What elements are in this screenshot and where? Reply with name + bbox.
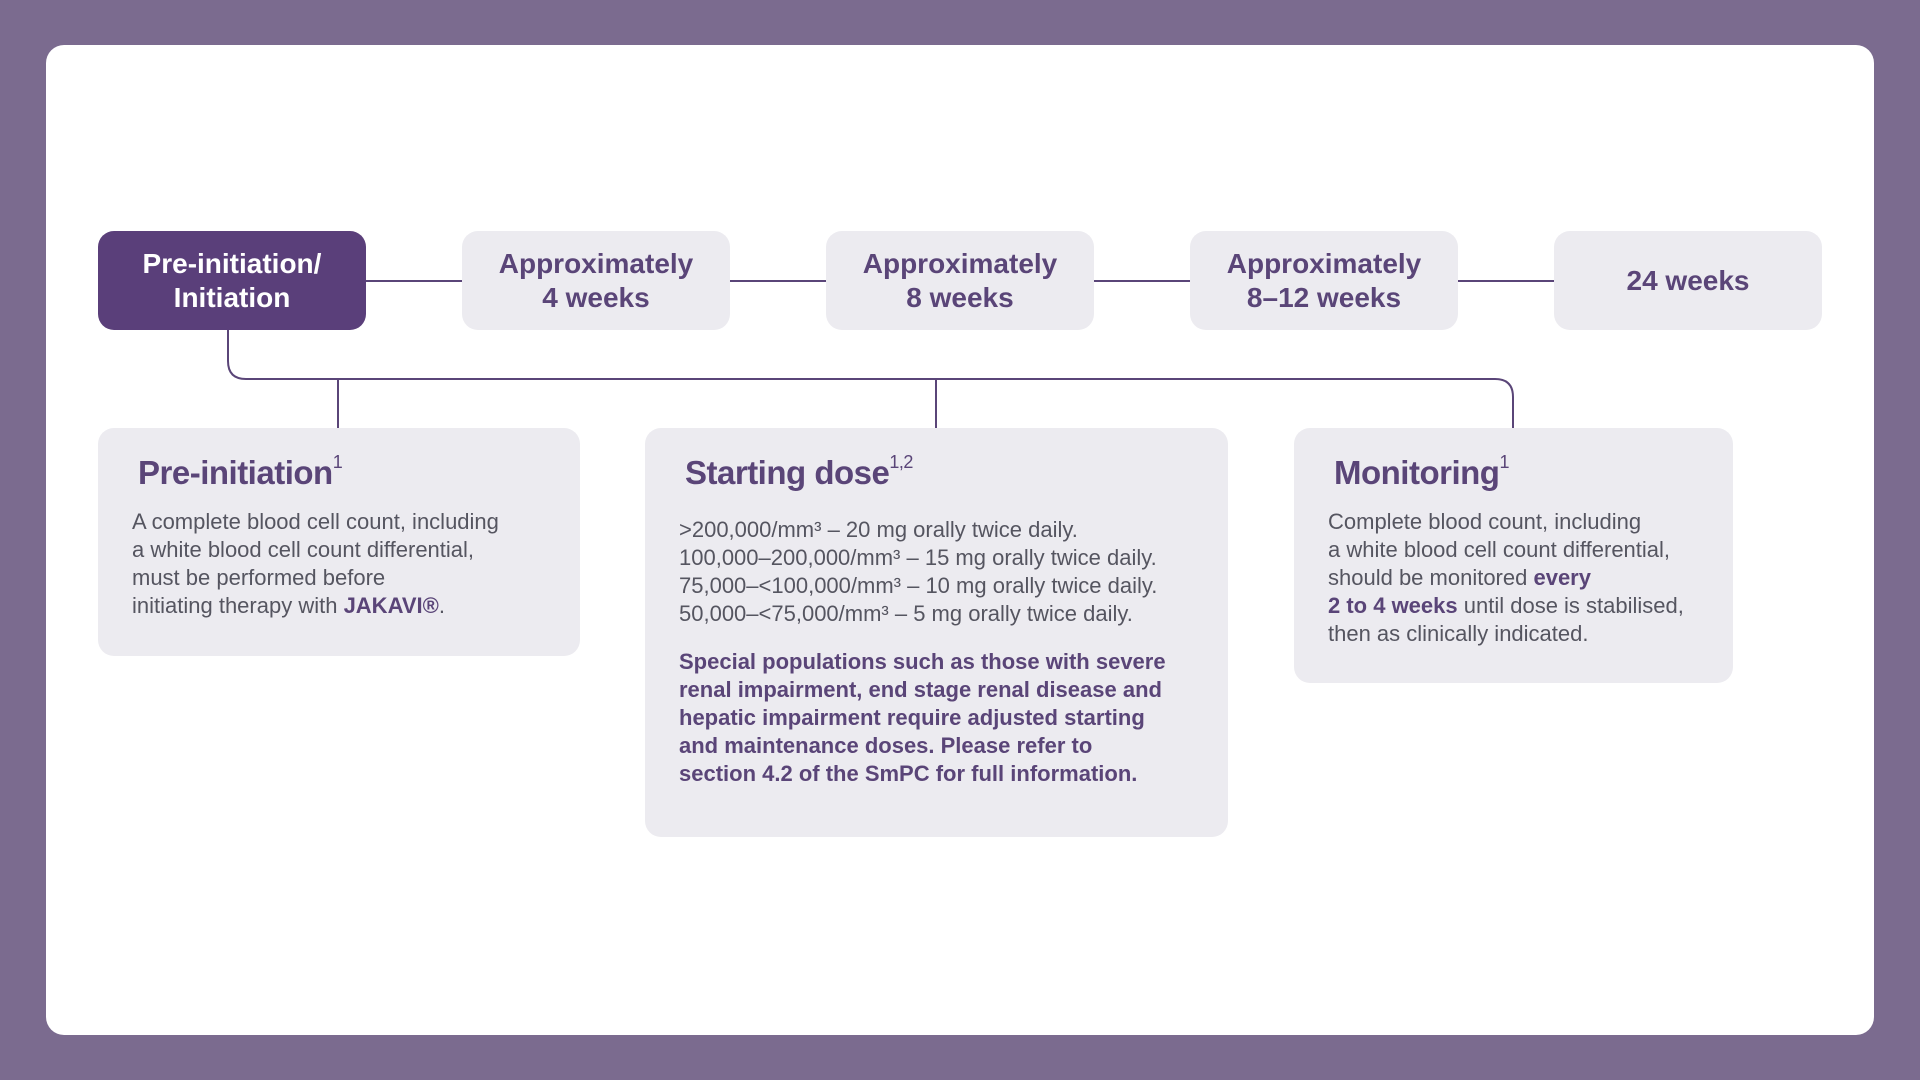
emphasis: 2 to 4 weeks — [1328, 593, 1458, 618]
body-line: initiating therapy with JAKAVI®. — [132, 593, 445, 618]
dose-line: 75,000–<100,000/mm³ – 10 mg orally twice… — [679, 573, 1158, 598]
note-line: renal impairment, end stage renal diseas… — [679, 677, 1162, 702]
body-line: must be performed before — [132, 565, 386, 590]
branch-connector — [227, 330, 1514, 428]
timeline-step-label: 24 weeks — [1626, 264, 1750, 296]
body-line: should be monitored every — [1328, 565, 1591, 590]
footnote-ref: 1 — [332, 452, 343, 472]
monitoring-card: Monitoring1 Complete blood count, includ… — [1294, 428, 1733, 683]
timeline-step-label: Approximately 8 weeks — [862, 247, 1058, 313]
card-body: A complete blood cell count, including a… — [132, 508, 546, 620]
starting-dose-card: Starting dose1,2 >200,000/mm³ – 20 mg or… — [645, 428, 1228, 837]
timeline-step-initiation: Pre-initiation/ Initiation — [98, 231, 366, 330]
dose-line: 50,000–<75,000/mm³ – 5 mg orally twice d… — [679, 601, 1133, 626]
card-title: Starting dose1,2 — [685, 452, 913, 491]
timeline-step-4-weeks: Approximately 4 weeks — [462, 231, 730, 330]
timeline-step-label: Approximately 8–12 weeks — [1226, 247, 1422, 313]
timeline-step-label: Approximately 4 weeks — [498, 247, 694, 313]
body-line: then as clinically indicated. — [1328, 621, 1589, 646]
timeline-step-label: Pre-initiation/ Initiation — [142, 247, 322, 313]
emphasis: every — [1533, 565, 1591, 590]
dose-list: >200,000/mm³ – 20 mg orally twice daily.… — [679, 516, 1198, 628]
note-line: and maintenance doses. Please refer to — [679, 733, 1093, 758]
body-line: Complete blood count, including — [1328, 509, 1642, 534]
brand-name: JAKAVI® — [343, 593, 439, 618]
card-title: Pre-initiation1 — [138, 452, 343, 491]
note-line: hepatic impairment require adjusted star… — [679, 705, 1145, 730]
note-line: Special populations such as those with s… — [679, 649, 1166, 674]
body-line: a white blood cell count differential, — [132, 537, 475, 562]
dose-line: 100,000–200,000/mm³ – 15 mg orally twice… — [679, 545, 1157, 570]
timeline-step-8-weeks: Approximately 8 weeks — [826, 231, 1094, 330]
dose-line: >200,000/mm³ – 20 mg orally twice daily. — [679, 517, 1078, 542]
special-populations-note: Special populations such as those with s… — [679, 648, 1198, 788]
pre-initiation-card: Pre-initiation1 A complete blood cell co… — [98, 428, 580, 656]
card-title: Monitoring1 — [1334, 452, 1509, 491]
body-line: A complete blood cell count, including — [132, 509, 499, 534]
note-line: section 4.2 of the SmPC for full informa… — [679, 761, 1138, 786]
footnote-ref: 1 — [1499, 452, 1509, 472]
timeline-step-24-weeks: 24 weeks — [1554, 231, 1822, 330]
card-body: Complete blood count, including a white … — [1328, 508, 1703, 648]
timeline-step-8-12-weeks: Approximately 8–12 weeks — [1190, 231, 1458, 330]
body-line: a white blood cell count differential, — [1328, 537, 1671, 562]
footnote-ref: 1,2 — [889, 452, 913, 472]
body-line: 2 to 4 weeks until dose is stabilised, — [1328, 593, 1684, 618]
